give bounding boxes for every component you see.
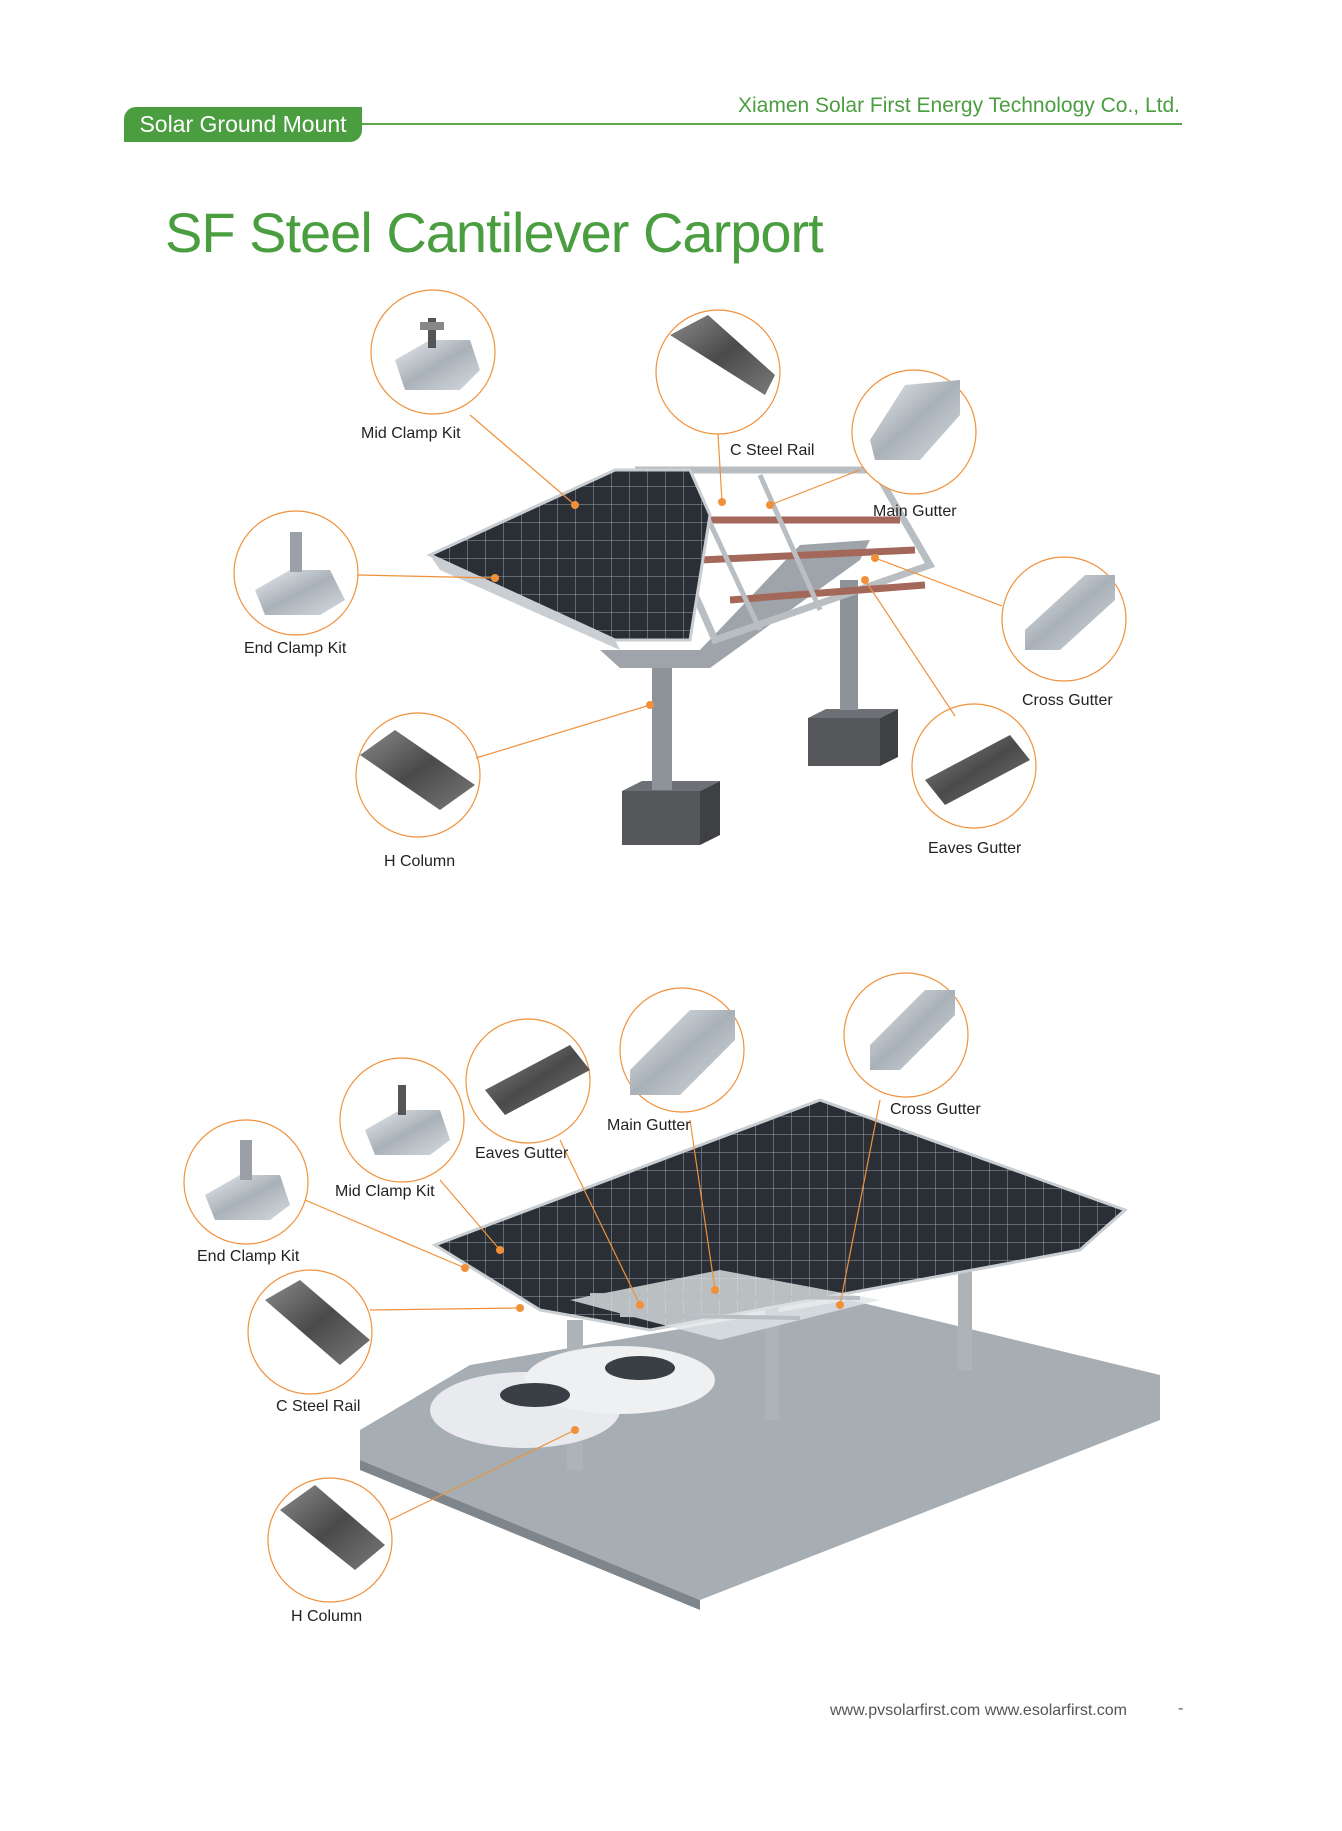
header-rule	[362, 123, 1182, 125]
label-eaves-gutter: Eaves Gutter	[928, 840, 1022, 857]
diagram2-structure	[360, 1098, 1160, 1610]
label-c-steel-rail: C Steel Rail	[730, 442, 815, 459]
label-main-gutter: Main Gutter	[873, 503, 957, 520]
section-tag: Solar Ground Mount	[124, 107, 362, 142]
label-h-column-2: H Column	[291, 1608, 363, 1625]
page-title: SF Steel Cantilever Carport	[165, 201, 824, 264]
label-cross-gutter-2: Cross Gutter	[890, 1101, 981, 1118]
label-cross-gutter: Cross Gutter	[1022, 692, 1113, 709]
company-name: Xiamen Solar First Energy Technology Co.…	[738, 94, 1180, 117]
label-main-gutter-2: Main Gutter	[607, 1117, 691, 1134]
page-number: -	[1178, 1700, 1184, 1717]
label-mid-clamp-kit: Mid Clamp Kit	[361, 425, 461, 442]
label-end-clamp-kit: End Clamp Kit	[244, 640, 347, 657]
label-h-column: H Column	[384, 853, 456, 870]
label-mid-clamp-kit-2: Mid Clamp Kit	[335, 1183, 435, 1200]
label-c-steel-rail-2: C Steel Rail	[276, 1398, 361, 1415]
footer-websites: www.pvsolarfirst.com www.esolarfirst.com	[830, 1702, 1127, 1719]
diagram1-structure	[426, 466, 936, 845]
diagram2-thumbnails	[205, 990, 955, 1570]
label-eaves-gutter-2: Eaves Gutter	[475, 1145, 569, 1162]
label-end-clamp-kit-2: End Clamp Kit	[197, 1248, 300, 1265]
diagram1-thumbnails	[255, 315, 1115, 810]
